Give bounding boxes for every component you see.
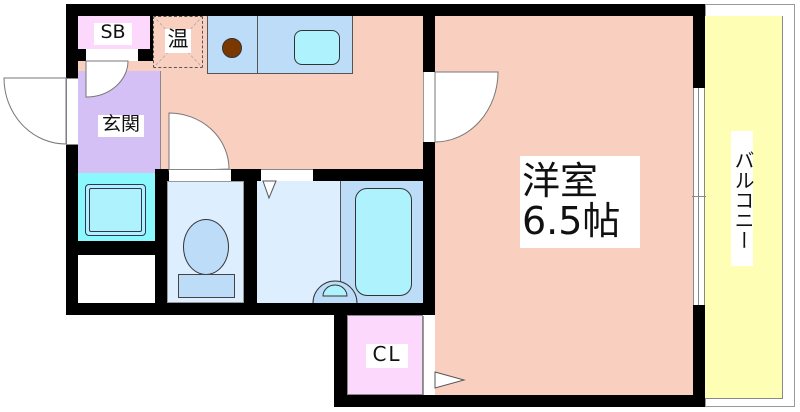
toilet-door-swing[interactable] (168, 112, 231, 172)
wall-kitchen-room (423, 4, 435, 314)
western-room-label: 洋室 6.5帖 (520, 156, 640, 248)
bathtub-icon[interactable] (355, 188, 412, 296)
room-door-swing[interactable] (434, 71, 505, 143)
toilet-bowl-icon (183, 219, 229, 275)
wall-closet-left (334, 303, 347, 407)
balcony-window[interactable] (692, 88, 706, 305)
closet-door-marker[interactable] (434, 371, 466, 392)
sink-basin-icon (294, 30, 340, 65)
toilet-door-opening (169, 169, 231, 181)
wash-basin-icon (312, 280, 358, 304)
western-room-size: 6.5帖 (522, 198, 621, 243)
closet-label: CL (366, 344, 408, 368)
wall-toilet-bath (244, 169, 257, 315)
bath-door-opening (261, 169, 313, 181)
closet-door-opening (423, 316, 435, 395)
room-door-opening (423, 72, 435, 142)
shoe-box-label: SB (94, 23, 132, 45)
shoebox-door-opening (86, 49, 138, 61)
entrance-label: 玄関 (98, 115, 144, 137)
western-room-name: 洋室 (522, 159, 599, 203)
wall-left (66, 4, 78, 314)
shoebox-door-swing[interactable] (85, 60, 130, 101)
washer-icon[interactable] (85, 184, 146, 236)
wall-bottom-right (334, 395, 705, 407)
balcony-label: バルコニー (731, 131, 755, 266)
stove-burner-icon (222, 38, 242, 58)
wall-top (66, 4, 705, 16)
storage-space (78, 255, 155, 303)
water-heater-label: 温 (165, 29, 191, 53)
bath-door-marker (262, 180, 277, 200)
wall-washer-storage (66, 241, 167, 255)
front-door-swing[interactable] (3, 77, 68, 146)
toilet-tank-icon (178, 274, 235, 298)
counter-divider (257, 16, 258, 74)
